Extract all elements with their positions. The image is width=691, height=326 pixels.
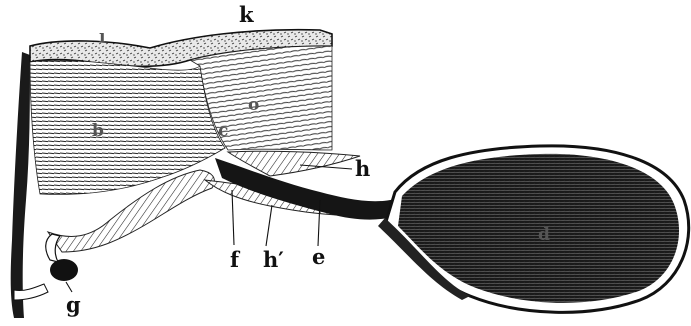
nodule-g-stalk [46,234,60,262]
leader-g [66,282,72,292]
label-o: o [248,95,259,115]
label-e: e [312,244,325,269]
label-b: b [92,121,104,141]
label-f: f [230,247,241,272]
leader-h-prime [266,205,272,246]
label-k: k [239,2,254,27]
label-g: g [66,292,81,317]
label-i: ı [99,27,106,47]
label-h: h [355,156,370,181]
label-d: d [538,225,550,245]
label-c: c [218,121,228,141]
leader-f [232,190,234,245]
left-wall [11,52,30,318]
nodule-g [50,259,78,281]
label-h-prime: h′ [263,247,284,272]
